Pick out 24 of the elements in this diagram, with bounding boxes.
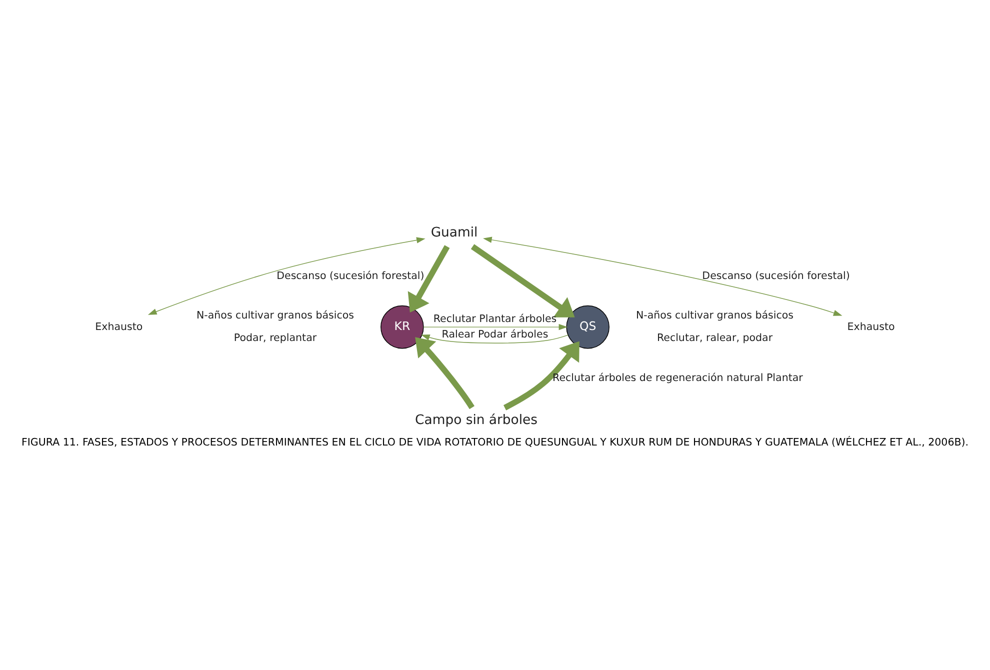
node-label: N-años cultivar granos básicos [196, 308, 354, 321]
node-text: Exhausto [847, 320, 895, 332]
arrow [423, 323, 568, 330]
edge-label: Ralear Podar árboles [442, 328, 548, 340]
node-label: Podar, replantar [234, 332, 317, 344]
arrow [415, 336, 474, 409]
node-label: N-años cultivar granos básicos [636, 308, 794, 321]
caption: FIGURA 11. FASES, ESTADOS Y PROCESOS DETERMINANTES EN EL CICLO DE VIDA ROTATORIO DE QUESUNGUAL Y KUXUR RUM DE HONDURAS Y GUATEMALA (WÉLCHEZ ET AL., 2006B). [21, 436, 969, 448]
node-circle: KR [380, 304, 424, 348]
node-text: Campo sin árboles [415, 412, 538, 428]
node-circle: QS [566, 304, 610, 348]
arrow [408, 244, 450, 312]
arrow [470, 244, 575, 317]
edge-label: Descanso (sucesión forestal) [276, 269, 424, 282]
arrow [503, 340, 580, 410]
arrow [148, 236, 426, 314]
edge-label: Reclutar árboles de regeneración natural Plantar [552, 371, 803, 384]
arrow [483, 236, 842, 316]
node-text: Guamil [430, 224, 478, 240]
edge-label: Descanso (sucesión forestal) [702, 269, 850, 282]
arrow [420, 334, 568, 343]
node-text: Exhausto [95, 320, 143, 332]
node-label: Reclutar, ralear, podar [656, 332, 773, 344]
edge-label: Reclutar Plantar árboles [433, 312, 557, 325]
